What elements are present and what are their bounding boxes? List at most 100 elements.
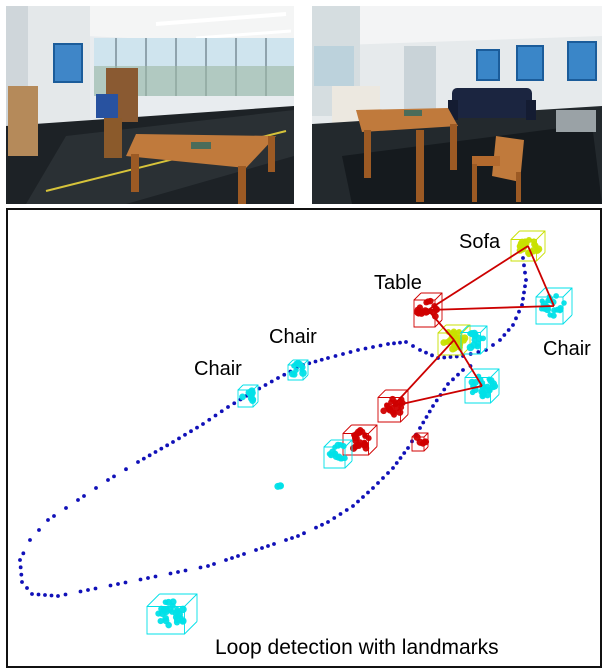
trajectory-point (421, 420, 426, 425)
table-landmark-low (342, 424, 378, 456)
trajectory-point (454, 354, 459, 359)
trajectory-point (381, 476, 385, 480)
trajectory-point (430, 353, 434, 358)
trajectory-point (93, 586, 98, 591)
trajectory-point (522, 290, 526, 295)
trajectory-point (376, 481, 380, 485)
trajectory-point (266, 544, 270, 548)
trajectory-point (451, 377, 455, 382)
table-landmark-small (411, 432, 430, 452)
chair-landmark-mid (464, 368, 500, 404)
trajectory-point (49, 593, 54, 598)
trajectory-point (176, 570, 180, 574)
trajectory-point (461, 368, 465, 372)
trajectory-point (363, 346, 368, 351)
chair-label-right: Chair (543, 338, 591, 360)
trajectory-point (189, 429, 193, 434)
trajectory-point (448, 355, 453, 359)
trajectory-point (424, 350, 428, 355)
trajectory-point (284, 538, 288, 542)
sofa-label: Sofa (459, 231, 501, 253)
left-room-photo (6, 6, 294, 204)
trajectory-point (232, 401, 237, 406)
trajectory-point (25, 586, 29, 590)
loop-match-line (427, 305, 555, 311)
trajectory-point (348, 350, 353, 354)
trajectory-point (338, 512, 343, 516)
trajectory-point (165, 443, 170, 448)
trajectory-point (207, 417, 212, 422)
trajectory-point (56, 594, 60, 598)
trajectory-point (276, 376, 280, 380)
trajectory-point (108, 583, 113, 588)
trajectory-point (136, 460, 140, 464)
trajectory-point (269, 379, 274, 384)
chair-landmark-bottom (146, 593, 198, 635)
loop-match-line (427, 245, 529, 311)
trajectory-point (159, 446, 164, 451)
trajectory-point (94, 486, 98, 490)
trajectory-point (351, 504, 355, 508)
trajectory-point (491, 343, 495, 347)
trajectory-point (378, 343, 383, 348)
trajectory-point (219, 409, 224, 414)
trajectory-point (333, 354, 338, 358)
trajectory-point (386, 471, 390, 475)
trajectory-point (394, 461, 399, 465)
trajectory-point (116, 582, 120, 586)
trajectory-point (272, 542, 276, 546)
trajectory-point (52, 514, 56, 518)
trajectory-point (198, 565, 203, 570)
trajectory-point (37, 528, 41, 532)
trajectory-point (398, 340, 402, 345)
trajectory-point (153, 574, 158, 579)
trajectory-point (371, 486, 375, 490)
trajectory-point (402, 451, 407, 455)
trajectory-point (183, 568, 188, 573)
trajectory-point (230, 556, 234, 560)
landmark-layer (146, 230, 573, 635)
trajectory-point (254, 548, 258, 552)
trajectory-point (442, 355, 447, 360)
table-label: Table (374, 272, 422, 294)
trajectory-point (201, 422, 205, 426)
trajectory-point (446, 382, 450, 386)
trajectory-point (392, 341, 396, 346)
trajectory-point (18, 565, 23, 570)
trajectory-point (314, 525, 318, 530)
trajectory-point (226, 405, 230, 409)
trajectory-point (498, 338, 502, 342)
trajectory-point (82, 494, 86, 498)
chair-landmark-left (237, 384, 259, 408)
trajectory-point (371, 345, 375, 349)
trajectory-point (224, 558, 228, 562)
trajectory-point (147, 453, 152, 458)
loop-match-line (527, 245, 555, 307)
trajectory-point (36, 592, 41, 597)
trajectory-point (153, 450, 158, 454)
trajectory-point (319, 357, 324, 362)
trajectory-point (78, 589, 83, 594)
trajectory-point (341, 352, 345, 356)
loop-match-line (427, 309, 455, 341)
trajectory-point (411, 344, 415, 348)
trajectory-point (183, 432, 187, 437)
trajectory-point (19, 572, 24, 577)
trajectory-point (206, 564, 210, 568)
trajectory-point (63, 592, 68, 597)
trajectory-point (18, 558, 22, 562)
map-caption: Loop detection with landmarks (215, 636, 499, 659)
table-landmark-top (413, 292, 443, 328)
trajectory-point (522, 263, 526, 268)
loop-match-lines (392, 245, 555, 407)
chair-landmark-top (287, 359, 309, 381)
chair-label-top: Chair (269, 326, 317, 348)
trajectory-point (431, 404, 435, 408)
chair-landmark-lowmid (323, 439, 353, 469)
trajectory-point (282, 372, 287, 377)
loop-match-line (453, 339, 483, 387)
trajectory-point (524, 278, 528, 282)
trajectory-point (260, 546, 264, 550)
chair-label-left: Chair (194, 358, 242, 380)
trajectory-point (356, 348, 360, 352)
